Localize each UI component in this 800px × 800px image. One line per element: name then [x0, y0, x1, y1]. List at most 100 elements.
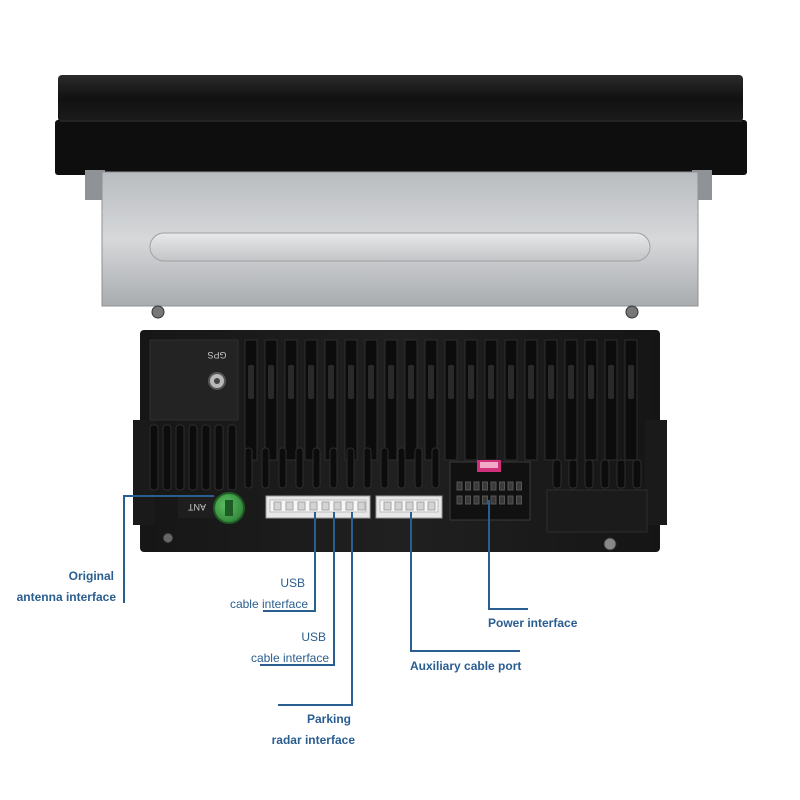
fin-slot — [428, 365, 434, 399]
fin — [616, 459, 626, 489]
fin-slot — [248, 365, 254, 399]
fin — [584, 459, 594, 489]
pin — [516, 481, 522, 491]
fin — [149, 424, 159, 491]
pin — [333, 501, 342, 511]
fin — [264, 339, 278, 461]
screen-bezel — [55, 75, 747, 200]
callout-labels: Original antenna interface USB cable int… — [17, 569, 578, 747]
label-aux: Auxiliary cable port — [410, 659, 521, 673]
fin — [304, 339, 318, 461]
fin — [188, 424, 198, 491]
pin — [482, 495, 488, 505]
fin-slot — [408, 365, 414, 399]
fin — [227, 424, 237, 491]
pin — [490, 481, 497, 491]
fin-slot — [308, 365, 314, 399]
pin — [285, 501, 294, 511]
fin-slot — [548, 365, 554, 399]
gps-embossed-label: GPS — [207, 350, 226, 360]
pin — [309, 501, 318, 511]
callout-line-usb2 — [260, 512, 335, 666]
pin — [499, 481, 505, 491]
fin — [397, 447, 406, 489]
fin-slot — [448, 365, 454, 399]
fin — [444, 339, 458, 461]
fin — [632, 459, 642, 489]
pin — [383, 501, 392, 511]
fin — [404, 339, 418, 461]
pin — [405, 501, 414, 511]
fin — [600, 459, 610, 489]
fin — [346, 447, 355, 489]
fin — [312, 447, 321, 489]
fin — [162, 424, 172, 491]
pin — [427, 501, 436, 511]
fin — [244, 447, 253, 489]
pin — [473, 481, 480, 491]
pin — [507, 481, 514, 491]
fin-slot — [628, 365, 634, 399]
pin — [507, 495, 514, 505]
gps-port: GPS — [207, 350, 227, 390]
fin — [278, 447, 287, 489]
label-power: Power interface — [488, 616, 578, 630]
pin — [499, 495, 505, 505]
fin — [584, 339, 598, 461]
label-antenna-line2: antenna interface — [17, 590, 117, 604]
fin — [324, 339, 338, 461]
side-block — [546, 489, 648, 533]
fin — [175, 424, 185, 491]
pin — [273, 501, 282, 511]
pin — [482, 481, 488, 491]
fin — [464, 339, 478, 461]
rear-panel — [133, 330, 667, 552]
pin — [357, 501, 366, 511]
fin — [424, 339, 438, 461]
fin — [261, 447, 270, 489]
fin — [201, 424, 211, 491]
callout-line-antenna — [123, 495, 214, 603]
fin-slot — [388, 365, 394, 399]
callout-line-usb1 — [263, 512, 316, 612]
fin-slot — [468, 365, 474, 399]
fin — [431, 447, 440, 489]
label-antenna-line1: Original — [69, 569, 114, 583]
fin — [414, 447, 423, 489]
pin — [516, 495, 522, 505]
fin-slot — [568, 365, 574, 399]
pin — [345, 501, 354, 511]
fin — [214, 424, 224, 491]
callout-line-power — [488, 500, 528, 610]
antenna-port: ANT — [178, 492, 245, 524]
fin-slot — [368, 365, 374, 399]
ant-embossed-label: ANT — [187, 502, 206, 512]
pin — [456, 495, 463, 505]
pin — [465, 495, 471, 505]
pin — [297, 501, 306, 511]
callout-lines — [123, 495, 528, 706]
fin-slot — [348, 365, 354, 399]
fin — [363, 447, 372, 489]
fin-slot — [588, 365, 594, 399]
fin-slot — [328, 365, 334, 399]
fin — [284, 339, 298, 461]
fin-slot — [608, 365, 614, 399]
fin-slot — [288, 365, 294, 399]
pin — [456, 481, 463, 491]
fin-slot — [268, 365, 274, 399]
pin — [394, 501, 403, 511]
pin — [473, 495, 480, 505]
fin — [552, 459, 562, 489]
fin-slot — [528, 365, 534, 399]
fin — [380, 447, 389, 489]
label-parking-line2: radar interface — [272, 733, 356, 747]
pin — [490, 495, 497, 505]
fin-slot — [488, 365, 494, 399]
fin — [604, 339, 618, 461]
fin — [329, 447, 338, 489]
auxiliary-connector — [375, 495, 443, 519]
fin — [244, 339, 258, 461]
callout-line-aux — [410, 512, 520, 652]
